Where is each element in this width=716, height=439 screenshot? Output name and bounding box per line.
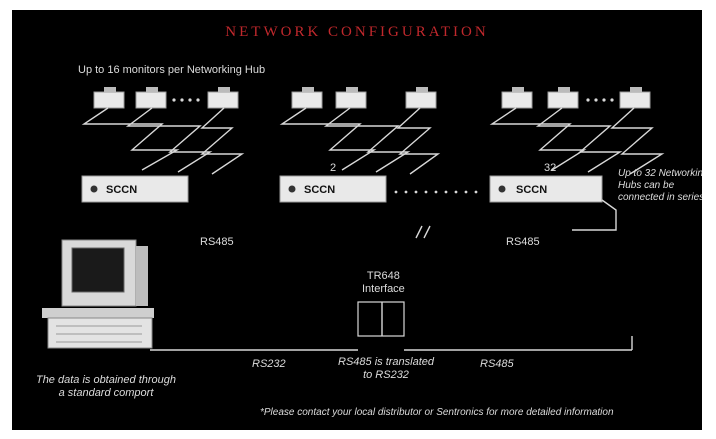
interface-label: TR648 Interface	[362, 270, 405, 296]
monitor-icon	[619, 87, 651, 109]
rs485-slash	[415, 225, 423, 239]
hub-index-label: 32	[544, 162, 557, 174]
monitor-icon	[335, 87, 367, 109]
hub-series-note-line: Hubs can be	[618, 180, 675, 191]
interface-label-line: TR648	[366, 270, 400, 282]
monitor-group-3	[501, 87, 651, 109]
monitor-icon	[93, 87, 125, 109]
monitor-icon	[547, 87, 579, 109]
rs485-bottom-label: RS485	[480, 358, 514, 370]
monitor-icon	[207, 87, 239, 109]
network-diagram: NETWORK CONFIGURATION Up to 16 monitors …	[12, 10, 702, 430]
interface-box-icon	[357, 301, 405, 337]
monitor-cables-1	[81, 107, 245, 175]
hub-brand-label: SCCN	[304, 184, 336, 196]
computer-icon	[42, 239, 154, 349]
networking-hub-icon	[489, 175, 603, 203]
rs485-right-label: RS485	[506, 236, 540, 248]
hub-brand-label: SCCN	[106, 184, 138, 196]
rs485-slash	[423, 225, 431, 239]
monitor-icon	[291, 87, 323, 109]
pc-caption: The data is obtained through a standard …	[26, 374, 186, 400]
monitor-group-2	[291, 87, 437, 109]
monitor-icon	[405, 87, 437, 109]
networking-hub-icon	[81, 175, 189, 203]
rs485-left-label: RS485	[200, 236, 234, 248]
interface-label-line: Interface	[362, 283, 405, 295]
hub-series-note-line: Up to 32 Networking	[618, 168, 702, 179]
footnote: *Please contact your local distributor o…	[260, 407, 614, 418]
converter-note-line: to RS232	[363, 369, 409, 381]
hub-series-note: Up to 32 Networking Hubs can be connecte…	[618, 168, 702, 204]
monitors-per-hub-label: Up to 16 monitors per Networking Hub	[78, 64, 266, 76]
hub-series-note-line: connected in series	[618, 192, 702, 203]
monitor-icon	[501, 87, 533, 109]
monitor-group-1	[93, 87, 239, 109]
monitor-cables-3	[489, 107, 665, 175]
converter-note-line: RS485 is translated	[338, 356, 434, 368]
diagram-graphics	[42, 87, 665, 351]
hub-chain-dots	[394, 190, 478, 194]
monitor-cables-2	[279, 107, 441, 175]
hub-right-cable	[572, 199, 617, 231]
hub-index-label: 2	[330, 162, 337, 174]
rs232-label: RS232	[252, 358, 286, 370]
pc-caption-line: The data is obtained through	[35, 374, 177, 386]
diagram-title: NETWORK CONFIGURATION	[225, 24, 489, 40]
monitor-icon	[135, 87, 167, 109]
hub-brand-label: SCCN	[516, 184, 548, 196]
pc-caption-line: a standard comport	[58, 387, 154, 399]
networking-hub-icon	[279, 175, 387, 203]
converter-note: RS485 is translated to RS232	[338, 356, 434, 382]
